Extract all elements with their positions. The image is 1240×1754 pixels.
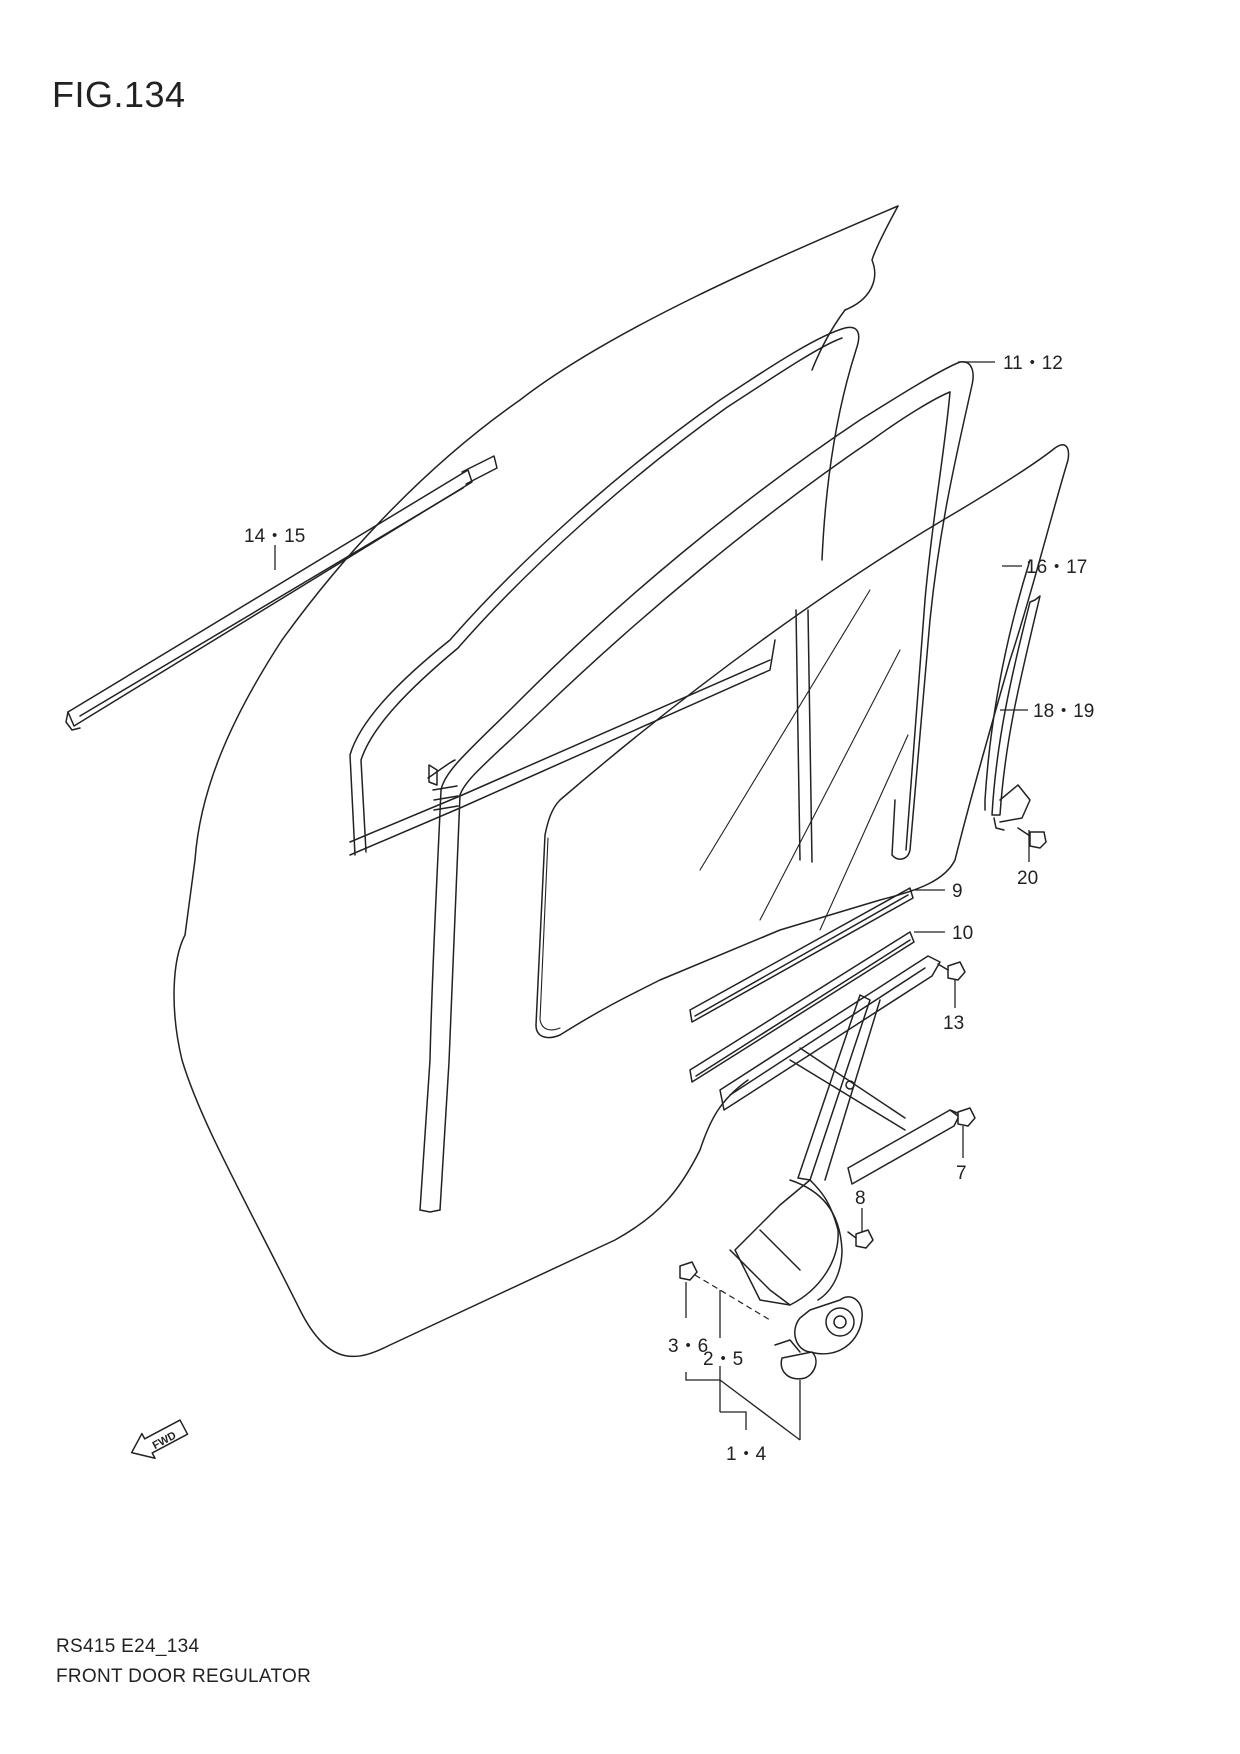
callout-20: 20 bbox=[1017, 868, 1038, 889]
bolt-20 bbox=[1017, 827, 1047, 849]
diagram-name: FRONT DOOR REGULATOR bbox=[56, 1666, 312, 1687]
bolt-8 bbox=[847, 1229, 874, 1249]
door-glass bbox=[535, 444, 1070, 1039]
glass-run-channel bbox=[419, 361, 974, 1213]
callouts: 11・12 14・15 16・17 18・19 20 9 10 13 7 8 3… bbox=[244, 353, 1094, 1465]
callout-18-19: 18・19 bbox=[1033, 701, 1094, 722]
callout-10: 10 bbox=[952, 923, 973, 944]
leader-lines bbox=[274, 361, 1030, 1441]
bolt-7 bbox=[949, 1107, 976, 1127]
callout-2-5: 2・5 bbox=[703, 1349, 743, 1370]
outer-weatherstrip bbox=[65, 455, 498, 731]
rear-channel bbox=[991, 595, 1041, 831]
callout-13: 13 bbox=[943, 1013, 964, 1034]
fwd-arrow-icon: FWD bbox=[130, 1419, 189, 1460]
callout-11-12: 11・12 bbox=[1003, 353, 1063, 374]
callout-16-17: 16・17 bbox=[1026, 557, 1087, 578]
figure-title: FIG.134 bbox=[52, 74, 186, 115]
window-regulator bbox=[719, 955, 961, 1380]
callout-3-6: 3・6 bbox=[668, 1336, 708, 1357]
callout-14-15: 14・15 bbox=[244, 526, 305, 547]
alignment-dashed-line bbox=[694, 1274, 771, 1321]
rear-sash bbox=[984, 559, 1031, 811]
callout-7: 7 bbox=[956, 1163, 967, 1184]
bolt-13 bbox=[937, 961, 966, 981]
belt-molding bbox=[689, 887, 915, 1083]
door-panel bbox=[173, 205, 899, 1358]
callout-9: 9 bbox=[952, 881, 963, 902]
diagram-code: RS415 E24_134 bbox=[56, 1636, 200, 1657]
bolt-3-6 bbox=[679, 1261, 698, 1281]
callout-1-4: 1・4 bbox=[726, 1444, 767, 1465]
callout-8: 8 bbox=[855, 1188, 866, 1209]
